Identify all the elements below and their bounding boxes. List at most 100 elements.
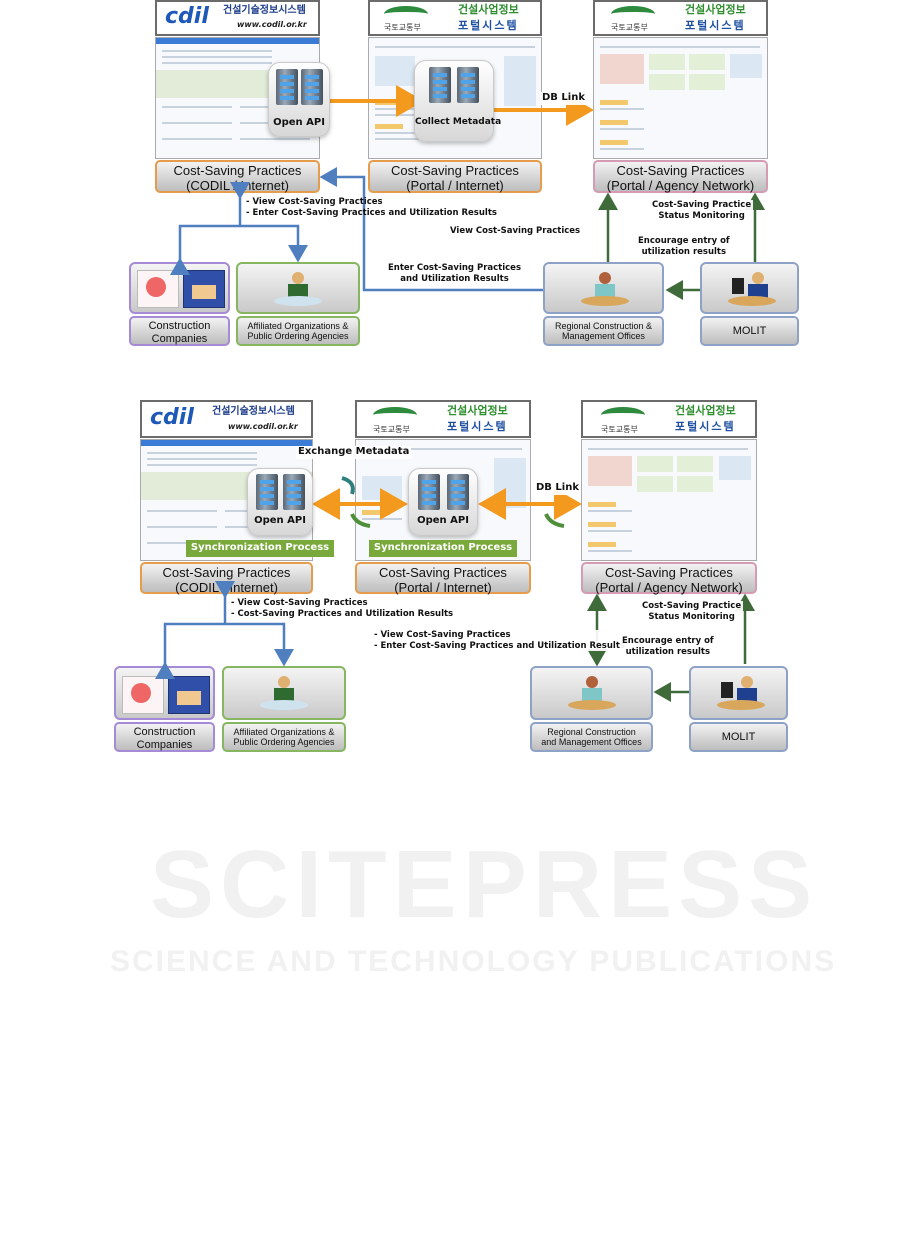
note-line: and Utilization Results [400, 273, 509, 284]
server-icon [447, 474, 469, 510]
label-line: Cost-Saving Practices [173, 163, 302, 178]
actor-label-affiliated-organizations: Affiliated Organizations & Public Orderi… [236, 316, 360, 346]
molit-card [700, 262, 799, 314]
actors-branch-link [170, 224, 308, 275]
office-worker-icon [728, 272, 776, 308]
molit-logo-arc-icon [384, 6, 428, 22]
open-api-server: Open API [268, 62, 330, 137]
label-line: Cost-Saving Practices [379, 565, 507, 580]
note-line: - Enter Cost-Saving Practices and Utiliz… [374, 640, 625, 651]
molit-logo-arc-icon [601, 407, 645, 423]
portal-logo-line1: 건설사업정보 [458, 3, 519, 16]
portal-logo-line2: 포털시스템 [458, 19, 519, 32]
note-line: Encourage entry of [622, 636, 714, 646]
diagram-improved-system: cdil 건설기술정보시스템 www.codil.or.kr Open API … [0, 398, 901, 758]
actor-label-molit: MOLIT [689, 722, 788, 752]
note-line: - View Cost-Saving Practices [374, 630, 511, 640]
note-line: utilization results [641, 246, 727, 257]
affiliated-organizations-card [236, 262, 360, 314]
note-line: Cost-Saving Practice [642, 601, 742, 611]
actor-label-regional-offices: Regional Construction & Management Offic… [543, 316, 664, 346]
label-line: (CODIL / Internet) [175, 579, 278, 595]
portal-logo-line2: 포털시스템 [675, 420, 736, 433]
label-line: Public Ordering Agencies [233, 737, 335, 748]
watermark-title: SCITEPRESS [150, 831, 819, 938]
portal-logo-header: 국토교통부 건설사업정보 포털시스템 [368, 0, 542, 36]
office-worker-icon [568, 676, 616, 712]
codil-logo-header: cdil 건설기술정보시스템 www.codil.or.kr [140, 400, 313, 438]
server-icon [418, 474, 440, 510]
note-line: - Enter Cost-Saving Practices and Utiliz… [246, 207, 497, 218]
codil-actions-note: - View Cost-Saving Practices - Cost-Savi… [231, 598, 453, 619]
agency-portal-logo-header: 국토교통부 건설사업정보 포털시스템 [581, 400, 757, 438]
sync-process-badge: Synchronization Process [369, 540, 517, 557]
molit-org-name: 국토교통부 [611, 23, 648, 32]
codil-url: www.codil.or.kr [228, 422, 298, 431]
diagram-current-system: cdil 건설기술정보시스템 www.codil.or.kr Open API … [0, 0, 901, 350]
label-line: (Portal / Internet) [406, 177, 504, 193]
actor-label-molit: MOLIT [700, 316, 799, 346]
open-api-server: Open API [408, 468, 478, 536]
actor-label-affiliated-organizations: Affiliated Organizations & Public Orderi… [222, 722, 346, 752]
label-line: Affiliated Organizations & [233, 727, 335, 737]
regional-offices-card [543, 262, 664, 314]
label-line: Cost-Saving Practices [605, 565, 733, 580]
sync-cycle-icon [544, 513, 565, 528]
label-line: (Portal / Agency Network) [595, 579, 743, 595]
note-line: - View Cost-Saving Practices [246, 197, 383, 207]
agency-actions-note: - View Cost-Saving Practices - Enter Cos… [372, 630, 627, 652]
sync-cycle-icon [341, 476, 355, 495]
encourage-note: Encourage entry of utilization results [636, 236, 732, 258]
label-line: Cost-Saving Practices [162, 565, 291, 580]
workers-icon [183, 270, 225, 308]
system-label-portal-internet: Cost-Saving Practices (Portal / Internet… [368, 160, 542, 193]
label-line: MOLIT [732, 325, 767, 337]
molit-card [689, 666, 788, 720]
label-line: and Management Offices [541, 737, 642, 748]
molit-logo-arc-icon [611, 6, 655, 22]
codil-url: www.codil.or.kr [237, 20, 307, 29]
note-line: - Cost-Saving Practices and Utilization … [231, 608, 454, 619]
view-practices-note: View Cost-Saving Practices [448, 226, 583, 237]
codil-logo-subtitle: 건설기술정보시스템 [212, 406, 295, 417]
codil-logo: cdil [150, 405, 194, 430]
db-link-label: DB Link [534, 482, 581, 495]
server-icon [301, 69, 323, 105]
label-line: (CODIL / Internet) [186, 177, 289, 193]
actors-branch-link [155, 622, 294, 679]
server-icon [256, 474, 278, 510]
collect-metadata-server: Collect Metadata [414, 60, 502, 142]
note-line: Status Monitoring [648, 611, 735, 622]
label-line: MOLIT [721, 731, 756, 743]
server-caption: Open API [273, 117, 325, 128]
label-line: Construction [133, 726, 196, 738]
sync-process-badge: Synchronization Process [186, 540, 334, 557]
codil-logo-header: cdil 건설기술정보시스템 www.codil.or.kr [155, 0, 320, 36]
label-line: Construction [148, 320, 211, 332]
db-link-label: DB Link [540, 92, 587, 105]
note-line: Enter Cost-Saving Practices [388, 263, 522, 273]
portal-logo-line2: 포털시스템 [685, 19, 746, 32]
system-label-codil: Cost-Saving Practices (CODIL / Internet) [140, 562, 313, 595]
office-worker-icon [274, 272, 322, 308]
construction-companies-card [129, 262, 230, 314]
server-icon [457, 67, 479, 103]
construction-companies-card [114, 666, 215, 720]
office-worker-icon [717, 676, 765, 712]
label-line: Companies [151, 332, 208, 345]
server-caption: Collect Metadata [415, 117, 502, 127]
actor-label-construction-companies: Construction Companies [114, 722, 215, 752]
label-line: Regional Construction [547, 727, 636, 737]
actor-label-regional-offices: Regional Construction and Management Off… [530, 722, 653, 752]
server-caption: Open API [417, 515, 469, 526]
label-line: Affiliated Organizations & [247, 321, 349, 331]
office-worker-icon [581, 272, 629, 308]
exchange-metadata-label: Exchange Metadata [296, 446, 412, 459]
note-line: - View Cost-Saving Practices [231, 598, 368, 608]
encourage-note: Encourage entry of utilization results [620, 636, 716, 658]
system-label-portal-agency: Cost-Saving Practices (Portal / Agency N… [581, 562, 757, 595]
server-caption: Open API [254, 515, 306, 526]
label-line: Management Offices [562, 331, 645, 342]
agency-portal-page-screenshot [581, 439, 757, 561]
label-line: Companies [136, 738, 193, 751]
